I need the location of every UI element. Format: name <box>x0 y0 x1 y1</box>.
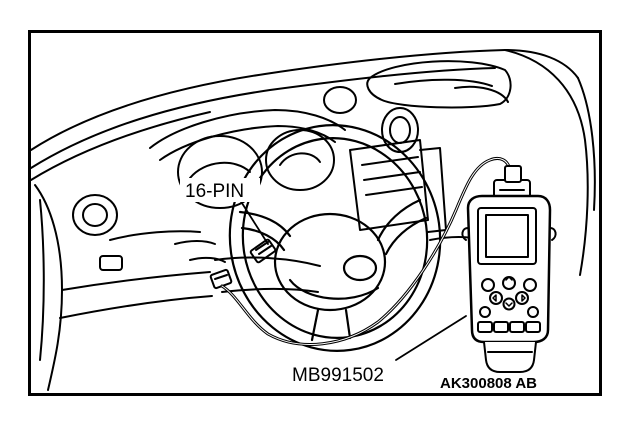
label-leaders <box>239 199 467 361</box>
handheld-scan-tool-icon <box>461 165 557 373</box>
connector-label: 16-PIN <box>185 181 244 202</box>
diagnostic-connector-16pin <box>209 238 277 290</box>
figure-code: AK300808 AB <box>440 375 537 392</box>
dashboard-drawing <box>30 49 596 391</box>
tool-label: MB991502 <box>292 365 384 386</box>
tool-cable <box>220 156 512 346</box>
